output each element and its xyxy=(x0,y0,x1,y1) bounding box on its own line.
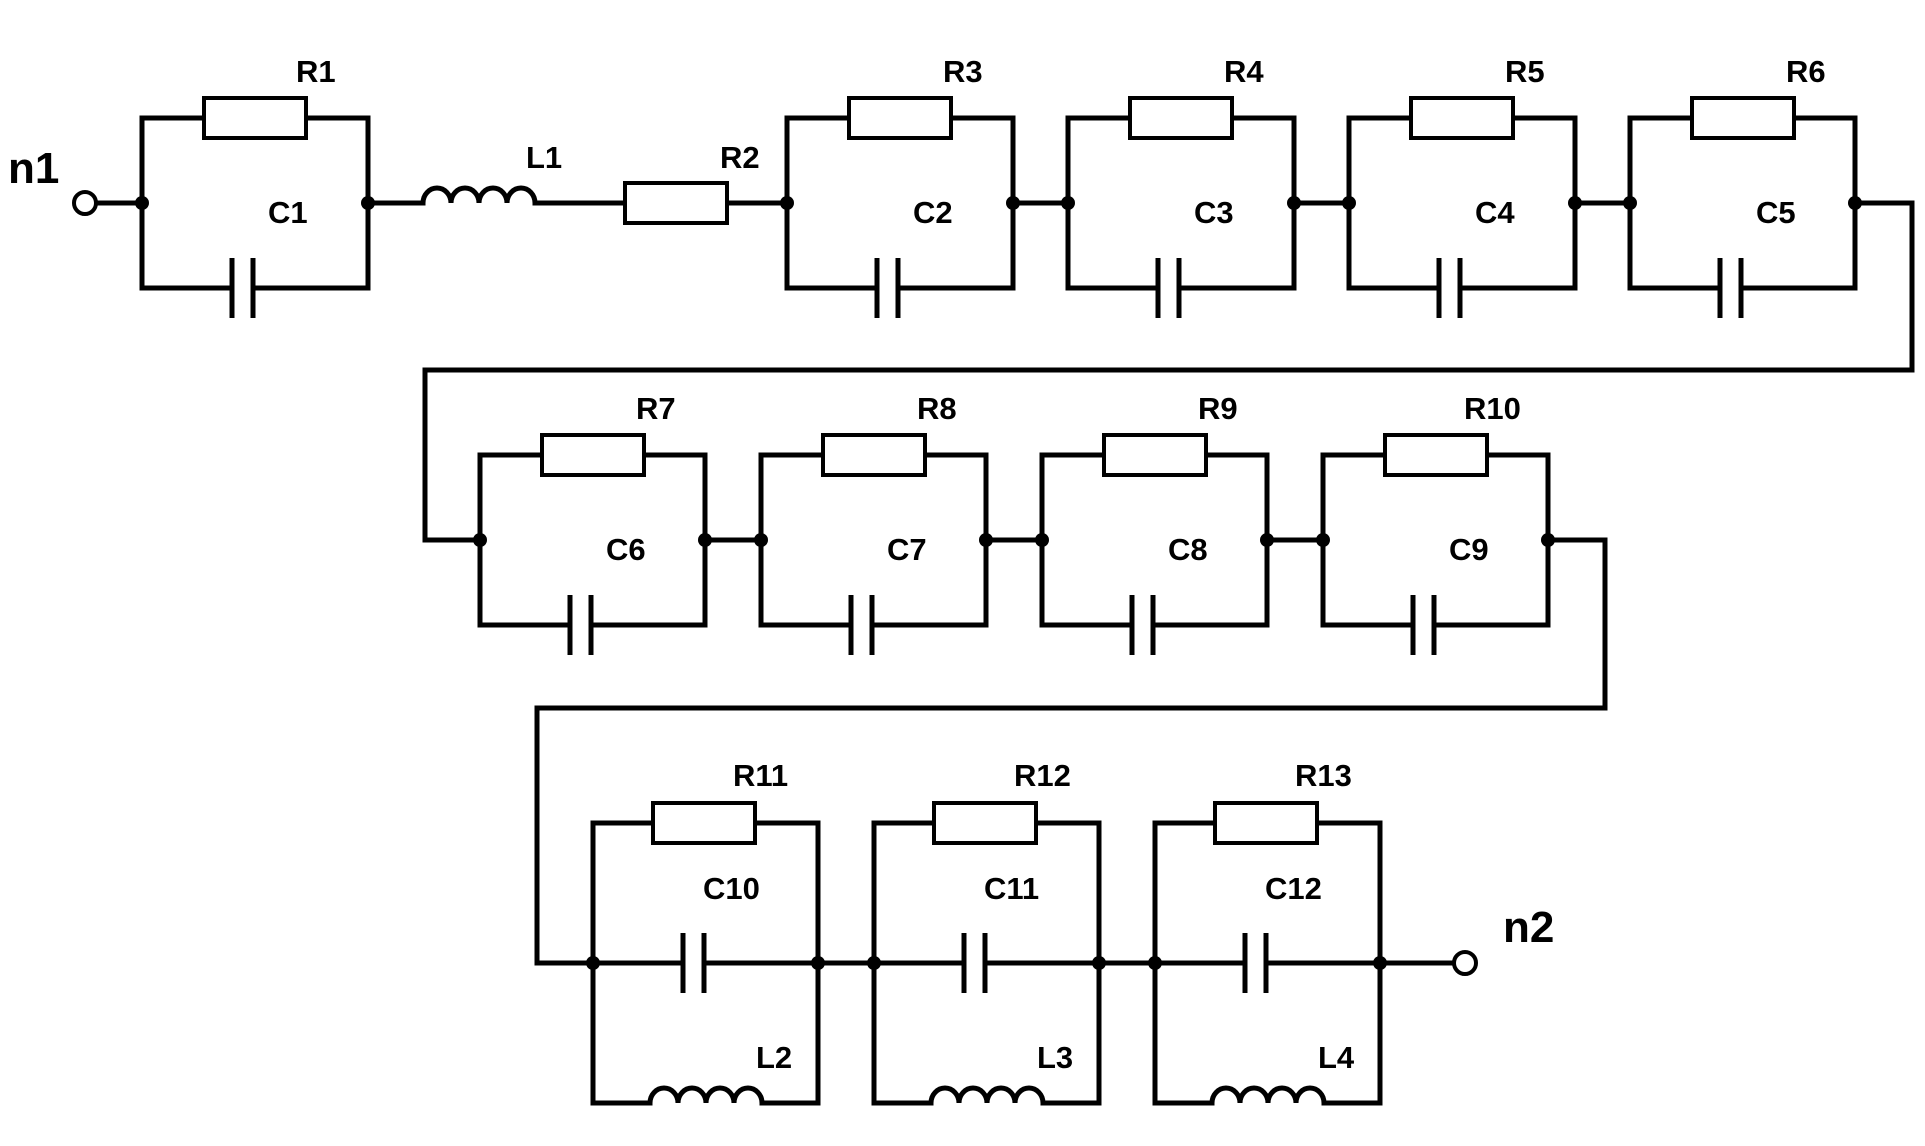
label-r12: R12 xyxy=(1014,758,1071,793)
inductor-l3 xyxy=(928,1085,1046,1104)
label-r3: R3 xyxy=(943,54,983,89)
label-r8: R8 xyxy=(917,391,957,426)
n2-terminal xyxy=(1452,950,1478,976)
label-r1: R1 xyxy=(296,54,336,89)
block-r10-c9: R10 C9 xyxy=(1316,391,1555,655)
label-c7: C7 xyxy=(887,532,927,567)
resistor-r5 xyxy=(1409,96,1515,140)
label-l2: L2 xyxy=(756,1040,792,1075)
n2-label: n2 xyxy=(1503,903,1554,952)
n1-terminal xyxy=(72,190,98,216)
label-c12: C12 xyxy=(1265,871,1322,906)
inductor-l4 xyxy=(1209,1085,1327,1104)
block-r5-c4: R5 C4 xyxy=(1342,54,1582,318)
label-l4: L4 xyxy=(1318,1040,1355,1075)
resistor-r7 xyxy=(540,433,646,477)
block-r1-c1: R1 C1 xyxy=(135,54,375,318)
wire-row2-to-row3 xyxy=(534,537,1608,966)
label-l1: L1 xyxy=(526,140,562,175)
resistor-r12 xyxy=(932,801,1038,845)
label-c9: C9 xyxy=(1449,532,1489,567)
resistor-r9 xyxy=(1102,433,1208,477)
block-r11-c10-l2: R11 C10 L2 xyxy=(586,758,825,1106)
label-r6: R6 xyxy=(1786,54,1826,89)
resistor-r6 xyxy=(1690,96,1796,140)
resistor-r10 xyxy=(1383,433,1489,477)
resistor-r13 xyxy=(1213,801,1319,845)
label-r11: R11 xyxy=(733,758,788,793)
resistor-r2 xyxy=(623,181,729,225)
label-c3: C3 xyxy=(1194,195,1234,230)
block-r9-c8: R9 C8 xyxy=(1035,391,1274,655)
inductor-l2 xyxy=(647,1085,765,1104)
label-c1: C1 xyxy=(268,195,308,230)
label-r5: R5 xyxy=(1505,54,1545,89)
label-l3: L3 xyxy=(1037,1040,1073,1075)
resistor-r1 xyxy=(202,96,308,140)
label-c11: C11 xyxy=(984,871,1039,906)
label-r13: R13 xyxy=(1295,758,1352,793)
wire-row1-to-row2 xyxy=(422,200,1915,543)
inductor-l1 xyxy=(420,185,538,204)
block-r12-c11-l3: R12 C11 L3 xyxy=(867,758,1106,1106)
label-c4: C4 xyxy=(1475,195,1515,230)
label-c2: C2 xyxy=(913,195,953,230)
label-c10: C10 xyxy=(703,871,760,906)
block-r6-c5: R6 C5 xyxy=(1623,54,1862,318)
n1-label: n1 xyxy=(8,144,59,193)
resistor-r3 xyxy=(847,96,953,140)
resistor-r4 xyxy=(1128,96,1234,140)
resistor-r11 xyxy=(651,801,757,845)
label-r4: R4 xyxy=(1224,54,1264,89)
label-r2: R2 xyxy=(720,140,760,175)
block-r8-c7: R8 C7 xyxy=(754,391,993,655)
resistor-r8 xyxy=(821,433,927,477)
block-r4-c3: R4 C3 xyxy=(1061,54,1301,318)
block-r7-c6: R7 C6 xyxy=(473,391,712,655)
label-c8: C8 xyxy=(1168,532,1208,567)
block-r3-c2: R3 C2 xyxy=(780,54,1020,318)
label-r9: R9 xyxy=(1198,391,1238,426)
label-r7: R7 xyxy=(636,391,676,426)
label-c5: C5 xyxy=(1756,195,1796,230)
label-c6: C6 xyxy=(606,532,646,567)
label-r10: R10 xyxy=(1464,391,1521,426)
block-r13-c12-l4: R13 C12 L4 xyxy=(1148,758,1387,1106)
